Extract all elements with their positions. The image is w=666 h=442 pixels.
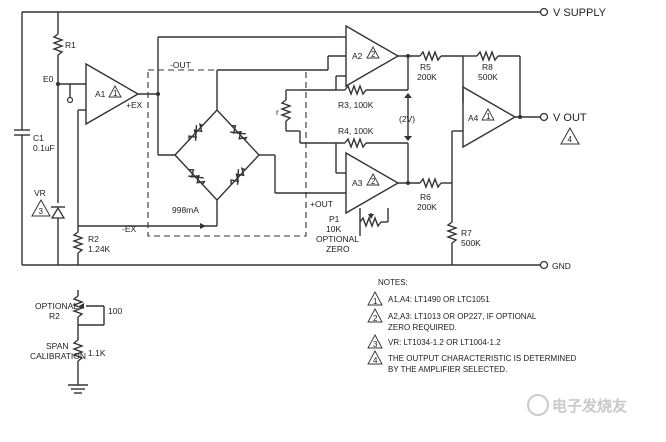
a1-opamp (85, 62, 140, 126)
opt-r2-value: 100 (108, 306, 122, 316)
r1-label: R1 (65, 40, 76, 50)
plus-ex-label: +EX (126, 100, 143, 110)
r2-label: R2 (88, 234, 99, 244)
span-calibration-network (68, 290, 105, 394)
a3-opamp (345, 151, 400, 215)
plus-out-label: +OUT (310, 199, 333, 209)
a2-opamp (345, 24, 400, 88)
a1-note-number: 1 (113, 89, 118, 98)
ground-rail (22, 260, 549, 270)
a3-label: A3 (352, 178, 363, 188)
opt-r2-label-a: OPTIONAL (35, 301, 78, 311)
note-2-line-1: A2,A3: LT1013 OR OP227, IF OPTIONAL (388, 312, 537, 321)
vr-note-number: 3 (39, 207, 44, 216)
span-label-a: SPAN (46, 341, 69, 351)
a4-note-number: 1 (486, 112, 491, 121)
vout-terminal (539, 112, 549, 122)
r3-label: R3, 100K (338, 100, 374, 110)
a2-note-number: 2 (371, 50, 376, 59)
vout-note-number: 4 (568, 135, 573, 144)
vsupply-label: V SUPPLY (553, 7, 607, 19)
note-2-line-2: ZERO REQUIRED. (388, 323, 457, 332)
opt-r2-label-b: R2 (49, 311, 60, 321)
r8-label: R8 (482, 62, 493, 72)
note-2-number: 2 (373, 314, 378, 323)
span-label-b: CALIBRATION (30, 351, 86, 361)
vr-reference-diode (50, 84, 66, 265)
r7-label: R7 (461, 228, 472, 238)
vr-label: VR (34, 188, 46, 198)
vout-label: V OUT (553, 112, 587, 124)
two-volt-label: (2V) (399, 114, 415, 124)
minus-ex-label: -EX (122, 224, 137, 234)
r3-resistor (336, 56, 409, 96)
gain-resistor-r (280, 89, 300, 132)
a3-note-number: 2 (371, 177, 376, 186)
vr-note-marker: 3 (31, 198, 51, 217)
watermark-text: 电子发烧友 (552, 397, 627, 415)
span-value: 1.1K (88, 348, 106, 358)
p1-optional: OPTIONAL (316, 234, 359, 244)
current-label: 998mA (172, 205, 199, 215)
r7-resistor (446, 183, 458, 265)
note-1-line-1: A1,A4: LT1490 OR LTC1051 (388, 295, 490, 304)
p1-zero-potentiometer (359, 208, 389, 236)
r4-label: R4, 100K (338, 126, 374, 136)
e0-label: E0 (43, 74, 54, 84)
minus-out-label: -OUT (170, 60, 191, 70)
r2-value: 1.24K (88, 244, 111, 254)
r6-resistor (419, 130, 463, 189)
r4-resistor (299, 131, 409, 183)
r7-value: 500K (461, 238, 481, 248)
a1-label: A1 (95, 89, 106, 99)
p1-value: 10K (326, 224, 341, 234)
note-3-number: 3 (373, 340, 378, 349)
note-4-line-1: THE OUTPUT CHARACTERISTIC IS DETERMINED (388, 354, 577, 363)
r2-resistor (72, 226, 84, 265)
strain-gauge-bridge (157, 70, 260, 226)
c1-capacitor (14, 12, 30, 265)
supply-rail (22, 7, 549, 17)
r8-resistor (463, 50, 521, 117)
note-1-number: 1 (373, 297, 378, 306)
r5-resistor (419, 50, 463, 62)
r6-label: R6 (420, 192, 431, 202)
gnd-label: GND (552, 261, 571, 271)
a4-opamp (462, 85, 517, 149)
a4-label: A4 (468, 113, 479, 123)
notes-block: NOTES: 1 A1,A4: LT1490 OR LTC1051 2 A2,A… (367, 278, 577, 374)
bridge-enclosure (147, 69, 307, 237)
r5-label: R5 (420, 62, 431, 72)
c1-label: C1 (33, 133, 44, 143)
notes-title: NOTES: (378, 278, 408, 287)
r6-value: 200K (417, 202, 437, 212)
p1-zero: ZERO (326, 244, 350, 254)
r-label: r (276, 107, 279, 117)
r5-value: 200K (417, 72, 437, 82)
p1-label: P1 (329, 214, 340, 224)
r8-value: 500K (478, 72, 498, 82)
note-4-number: 4 (373, 356, 378, 365)
watermark: 电子发烧友 (527, 394, 627, 416)
zero-node (66, 96, 74, 104)
c1-value: 0.1uF (33, 143, 55, 153)
note-4-line-2: BY THE AMPLIFIER SELECTED. (388, 365, 507, 374)
a2-label: A2 (352, 51, 363, 61)
r1-resistor (52, 12, 64, 86)
note-3-line-1: VR: LT1034-1.2 OR LT1004-1.2 (388, 338, 501, 347)
